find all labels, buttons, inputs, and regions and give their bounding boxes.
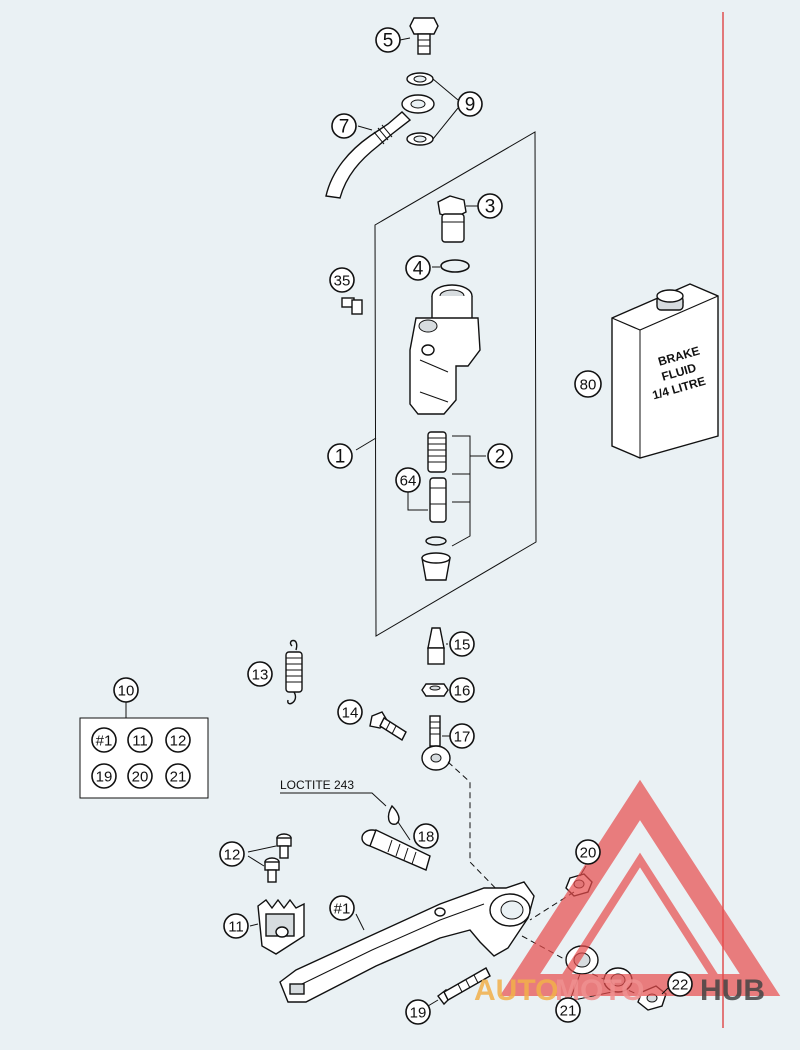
svg-text:20: 20	[580, 845, 597, 862]
clevis-pin	[361, 829, 431, 871]
master-cylinder-body	[409, 284, 481, 415]
callout-20: 20	[575, 839, 601, 865]
svg-text:11: 11	[132, 733, 148, 750]
callout-15: 15	[449, 631, 475, 657]
svg-text:80: 80	[580, 377, 597, 394]
callout-7: 7	[331, 113, 357, 139]
svg-text:19: 19	[96, 769, 113, 786]
svg-text:35: 35	[334, 273, 351, 290]
banjo-bolt	[409, 17, 439, 55]
callout-21: 21	[555, 997, 581, 1023]
svg-text:2: 2	[495, 447, 506, 468]
svg-text:13: 13	[252, 667, 269, 684]
svg-text:11: 11	[228, 919, 244, 936]
callout-80: 80	[574, 370, 602, 398]
watermark-text: AUTO MOTO HUB	[474, 974, 765, 1007]
brake-pedal	[279, 881, 535, 1003]
svg-text:16: 16	[454, 683, 471, 700]
callout-12: 12	[219, 841, 245, 867]
loctite-note: LOCTITE 243	[280, 778, 354, 792]
callout-9: 9	[457, 91, 483, 117]
callout-16: 16	[449, 677, 475, 703]
svg-text:12: 12	[170, 733, 187, 750]
callout-13: 13	[247, 661, 273, 687]
return-spring	[285, 639, 303, 705]
brake-hose	[325, 94, 435, 199]
pedal-bolt	[437, 967, 491, 1006]
kit-item-2: 11	[127, 727, 153, 753]
callout-19: 19	[405, 999, 431, 1025]
callout-1: 1	[327, 443, 353, 469]
callout-35: 35	[329, 267, 355, 293]
callout-64: 64	[395, 467, 421, 493]
kit-item-6: 21	[165, 763, 191, 789]
callout-14: 14	[337, 699, 363, 725]
svg-text:AUTO: AUTO	[474, 974, 558, 1007]
kit-item-1: #1	[91, 727, 117, 753]
kit-item-4: 19	[91, 763, 117, 789]
washer-inner-top	[413, 75, 427, 83]
svg-text:4: 4	[413, 259, 424, 280]
svg-text:HUB: HUB	[700, 974, 765, 1007]
small-bolt	[341, 297, 363, 315]
svg-text:9: 9	[465, 95, 476, 116]
kit-item-3: 12	[165, 727, 191, 753]
svg-text:3: 3	[485, 197, 496, 218]
svg-text:19: 19	[410, 1005, 427, 1022]
svg-text:#1: #1	[96, 733, 113, 750]
svg-text:14: 14	[342, 705, 359, 722]
nut	[421, 683, 449, 697]
piston-spring	[427, 431, 447, 473]
callout-17: 17	[449, 723, 475, 749]
screw-upper	[276, 833, 292, 859]
callout-4: 4	[405, 255, 431, 281]
svg-text:22: 22	[672, 977, 689, 994]
callout-18: 18	[413, 823, 439, 849]
o-ring	[440, 259, 470, 273]
svg-text:64: 64	[400, 473, 417, 490]
step-plate	[257, 898, 305, 955]
loctite-drop	[387, 804, 400, 825]
callout-11: 11	[223, 913, 249, 939]
svg-text:15: 15	[454, 637, 471, 654]
piston-ring	[425, 536, 447, 546]
push-rod	[427, 627, 445, 665]
svg-text:17: 17	[454, 729, 471, 746]
pivot-bolt	[369, 711, 407, 742]
svg-text:1: 1	[335, 447, 346, 468]
master-cylinder-frame	[374, 131, 537, 637]
callout-2: 2	[487, 443, 513, 469]
callout-10: 10	[113, 677, 139, 703]
piston	[429, 477, 447, 523]
callout-pedal: #1	[329, 895, 355, 921]
svg-text:5: 5	[383, 31, 394, 52]
svg-text:10: 10	[118, 683, 135, 700]
callout-3: 3	[477, 193, 503, 219]
svg-text:7: 7	[339, 117, 350, 138]
brake-fluid-can	[611, 283, 719, 459]
watermark-logo	[499, 779, 781, 996]
svg-text:#1: #1	[334, 901, 351, 918]
svg-text:20: 20	[132, 769, 149, 786]
kit-item-5: 20	[127, 763, 153, 789]
svg-text:18: 18	[418, 829, 435, 846]
clevis-eye	[421, 715, 451, 771]
screw-lower	[264, 857, 280, 883]
svg-text:21: 21	[170, 769, 187, 786]
svg-text:21: 21	[560, 1003, 577, 1020]
callout-22: 22	[667, 971, 693, 997]
svg-text:12: 12	[224, 847, 241, 864]
reservoir-cap	[437, 195, 467, 243]
callout-5: 5	[375, 27, 401, 53]
